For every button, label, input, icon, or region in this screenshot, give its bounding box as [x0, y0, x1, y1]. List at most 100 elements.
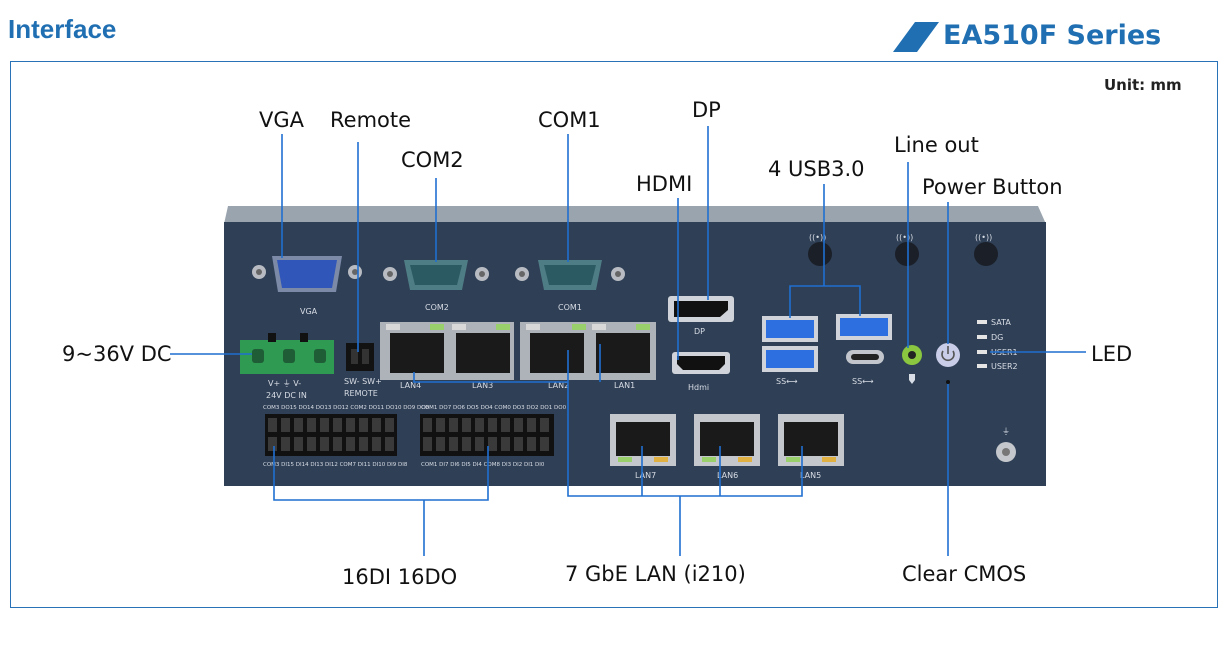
- dio-pin: [307, 418, 316, 432]
- power-button-callout: Power Button: [922, 175, 1063, 199]
- dio-pin: [436, 437, 445, 451]
- dio-pin: [307, 437, 316, 451]
- power-button: [936, 343, 960, 367]
- dio-pin: [423, 437, 432, 451]
- dio-pin: [436, 418, 445, 432]
- usb-a-panel-label: SS⟷: [776, 377, 798, 386]
- dio-right-top-label: COM1 DO7 DO6 DO5 DO4 COM0 DO3 DO2 DO1 DO…: [421, 405, 567, 411]
- dio-pin: [320, 437, 329, 451]
- dp-panel-label: DP: [694, 327, 705, 336]
- dio-pin: [475, 437, 484, 451]
- dio-pin: [501, 418, 510, 432]
- dio-line: [273, 446, 489, 556]
- remote-top-label: SW- SW+: [344, 377, 382, 386]
- dio-pin: [385, 418, 394, 432]
- clear-cmos-callout: Clear CMOS: [902, 562, 1027, 586]
- series-title: EA510F Series: [943, 20, 1162, 51]
- clear-cmos-hole: [946, 380, 950, 384]
- ground-icon: ⏚: [1002, 427, 1010, 436]
- lan7-label: LAN7: [635, 471, 656, 480]
- led-callout: LED: [1091, 342, 1133, 366]
- remote-connector: [346, 343, 374, 371]
- dio-pin: [449, 437, 458, 451]
- dio-pin: [385, 437, 394, 451]
- dio-pin: [527, 437, 536, 451]
- antenna-hole-3: [974, 242, 998, 266]
- headphone-icon: [909, 374, 915, 384]
- usb-c-panel-label: SS⟷: [852, 377, 874, 386]
- usb-line: [789, 184, 861, 318]
- dio-pin: [268, 418, 277, 432]
- led-dg-label: DG: [991, 333, 1003, 342]
- line-out-callout: Line out: [894, 133, 979, 157]
- page-title: Interface: [8, 14, 117, 44]
- dp-port: [668, 296, 734, 322]
- dio-pin: [488, 437, 497, 451]
- vga-panel-label: VGA: [300, 307, 318, 316]
- chassis-top: [224, 206, 1046, 224]
- dio-pin: [281, 437, 290, 451]
- dio-pin: [333, 418, 342, 432]
- dio-pin: [294, 437, 303, 451]
- led-sata-label: SATA: [991, 318, 1011, 327]
- dio-left-bottom-label: COM3 DI15 DI14 DI13 DI12 COM7 DI11 DI10 …: [263, 462, 408, 468]
- lan6-label: LAN6: [717, 471, 738, 480]
- remote-bottom-label: REMOTE: [344, 389, 378, 398]
- dio-pin: [346, 418, 355, 432]
- com1-panel-label: COM1: [558, 303, 582, 312]
- dio-pin: [462, 437, 471, 451]
- dio-pin: [527, 418, 536, 432]
- hdmi-callout: HDMI: [636, 172, 693, 196]
- dio-pin: [540, 418, 549, 432]
- dc-terminal: [240, 333, 334, 374]
- dio-pin: [475, 418, 484, 432]
- antenna-hole-1: [808, 242, 832, 266]
- usb-ports: [762, 314, 892, 372]
- dio-pin: [514, 418, 523, 432]
- dio-pin: [359, 418, 368, 432]
- com2-port: [383, 260, 489, 290]
- lan2-lan1-block: [520, 322, 656, 380]
- lan7-port: [610, 414, 676, 466]
- callout-lines: [170, 126, 1086, 556]
- dio-right-bottom-label: COM1 DI7 DI6 DI5 DI4 COM8 DI3 DI2 DI1 DI…: [421, 462, 545, 468]
- dc-bottom-label: 24V DC IN: [266, 391, 307, 400]
- antenna-hole-2: [895, 242, 919, 266]
- dc-top-label: V+ ⏚ V-: [268, 379, 301, 388]
- dio-pin: [333, 437, 342, 451]
- vga-port: [252, 256, 362, 292]
- dio-pin: [346, 437, 355, 451]
- dio-pin: [372, 437, 381, 451]
- antenna-label-3: ((•)): [975, 233, 992, 242]
- hdmi-panel-label: Hdmi: [688, 383, 709, 392]
- dio-pin: [540, 437, 549, 451]
- led-user2-label: USER2: [991, 362, 1018, 371]
- lan4-lan3-block: [380, 322, 514, 380]
- dio-left-top-label: COM3 DO15 DO14 DO13 DO12 COM2 DO11 DO10 …: [263, 405, 430, 411]
- antenna-label-1: ((•)): [809, 233, 826, 242]
- lan-line: [413, 344, 803, 556]
- diagram-frame: [10, 61, 1218, 608]
- antenna-label-2: ((•)): [896, 233, 913, 242]
- lan1-label: LAN1: [614, 381, 635, 390]
- dc-callout: 9~36V DC: [62, 342, 172, 366]
- dio-pin: [423, 418, 432, 432]
- unit-label: Unit: mm: [1104, 76, 1182, 94]
- dio-pin: [268, 437, 277, 451]
- dio-pin: [281, 418, 290, 432]
- dio-pin: [359, 437, 368, 451]
- lan2-label: LAN2: [548, 381, 569, 390]
- lan-callout: 7 GbE LAN (i210): [565, 562, 746, 586]
- lan5-port: [778, 414, 844, 466]
- dio-pin: [488, 418, 497, 432]
- com1-callout: COM1: [538, 108, 601, 132]
- dio-pin: [449, 418, 458, 432]
- com2-panel-label: COM2: [425, 303, 449, 312]
- usb-callout: 4 USB3.0: [768, 157, 865, 181]
- dp-callout: DP: [692, 98, 721, 122]
- dio-pin: [320, 418, 329, 432]
- dio-pin: [462, 418, 471, 432]
- hdmi-port: [672, 352, 730, 374]
- dio-pin: [501, 437, 510, 451]
